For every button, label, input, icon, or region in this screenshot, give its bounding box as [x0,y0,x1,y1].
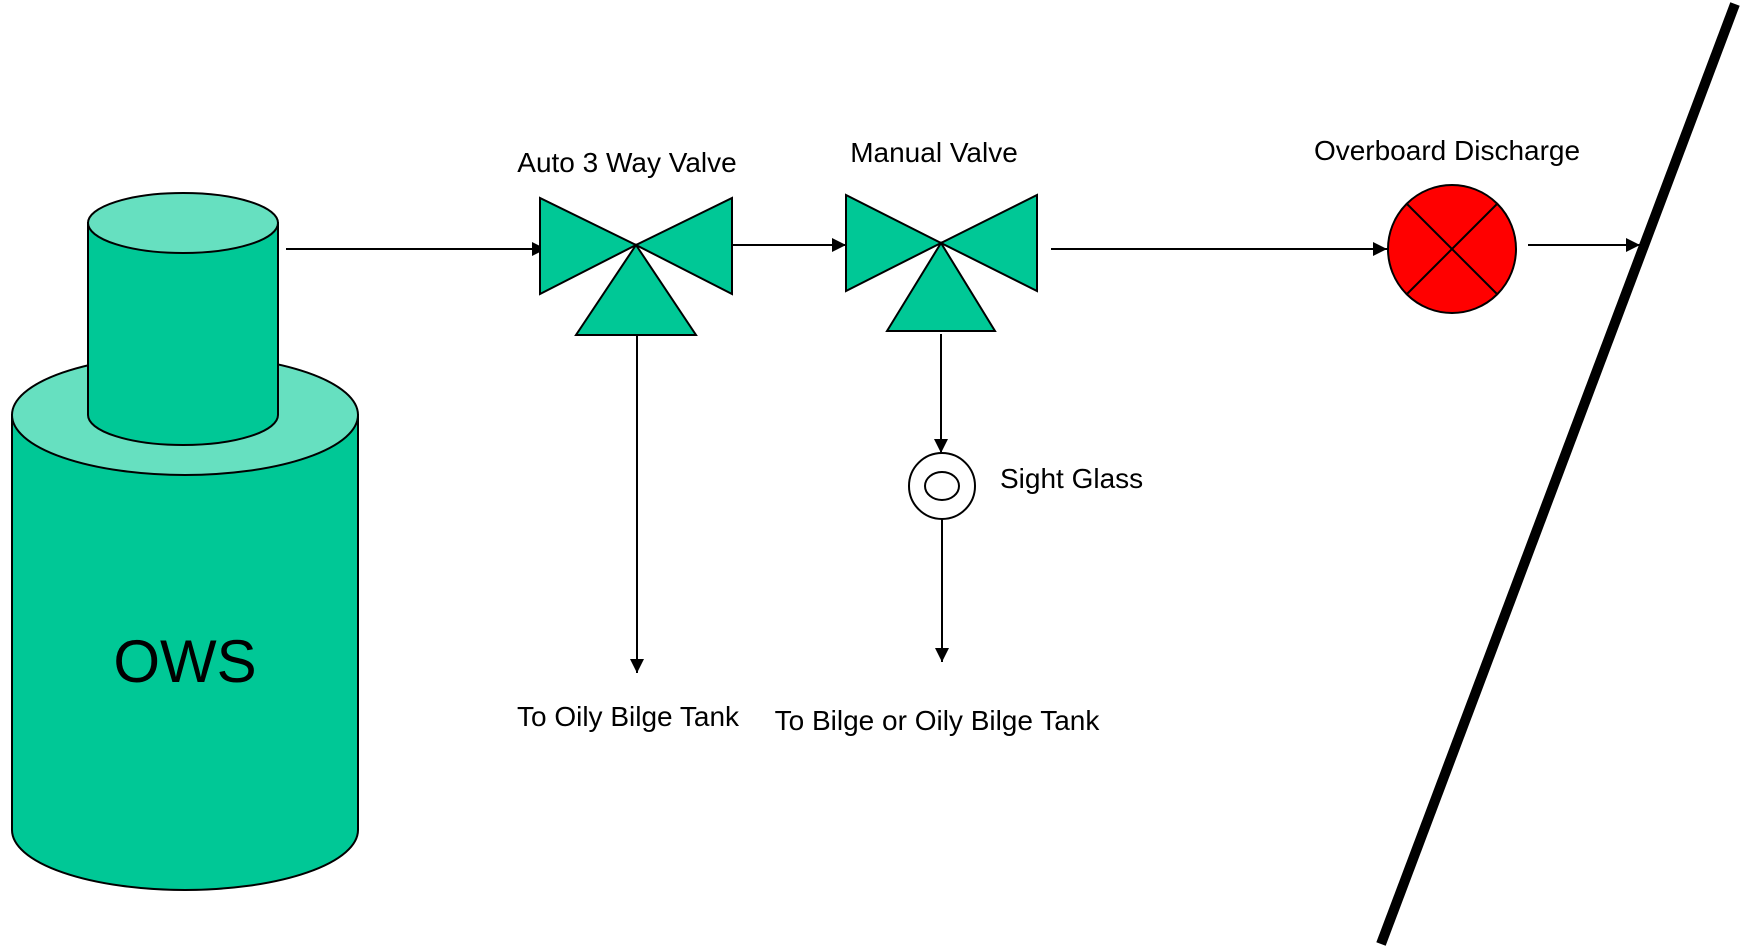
ows-tank-neck [87,222,279,446]
to-oily-bilge-tank-label: To Oily Bilge Tank [517,701,740,732]
manual-valve-icon [845,193,1038,332]
auto-three-way-valve-icon [539,196,733,336]
ows-label: OWS [113,628,256,695]
manual-valve-right-triangle [938,193,1038,293]
to-bilge-or-oily-bilge-tank-label: To Bilge or Oily Bilge Tank [775,705,1101,736]
hull-line-icon [1376,2,1740,946]
auto-valve-left-triangle [539,196,639,296]
ows-tank-body [11,414,359,891]
manual-valve-label: Manual Valve [850,137,1018,168]
overboard-discharge-label: Overboard Discharge [1314,135,1580,166]
overboard-cross-line-2 [1406,203,1498,295]
ows-tank-icon: OWS [11,192,359,891]
auto-valve-label: Auto 3 Way Valve [517,147,736,178]
sight-glass-label: Sight Glass [1000,463,1143,494]
manual-valve-left-triangle [845,193,944,293]
manual-valve-bottom-triangle [885,241,997,332]
overboard-discharge-icon [1387,184,1517,314]
auto-valve-right-triangle [633,196,733,296]
ows-tank-top [87,192,279,254]
auto-valve-bottom-triangle [574,243,698,336]
sight-glass-icon [908,452,976,520]
sight-glass-inner [924,471,960,501]
